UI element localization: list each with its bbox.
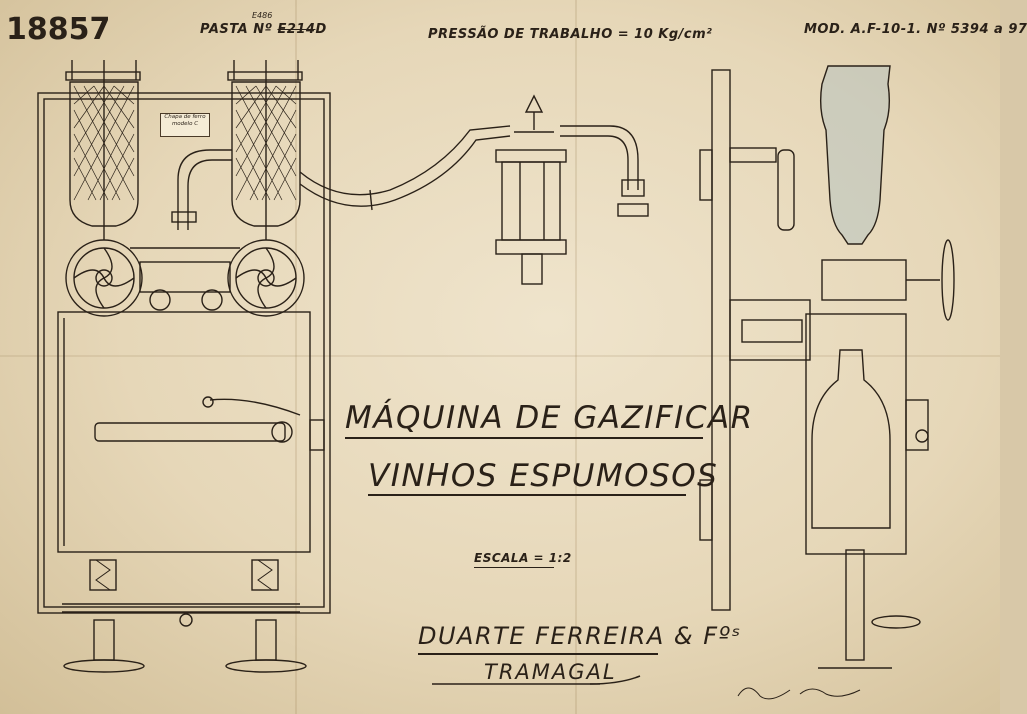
drawing-number: 18857 — [6, 12, 111, 47]
folder-note: E486 — [252, 11, 273, 20]
side-bottle — [777, 65, 955, 555]
fold-crease — [0, 355, 1000, 357]
pressure-label: PRESSÃO DE TRABALHO = 10 Kg/cm² — [428, 27, 713, 42]
screw-clamp-icon — [63, 549, 921, 673]
side-panel — [699, 69, 811, 611]
plate-label: Chapa de ferro modelo C — [160, 113, 210, 137]
left-bottle-cage — [65, 60, 141, 240]
fold-crease — [575, 0, 577, 714]
title-line-1: MÁQUINA DE GAZIFICAR — [345, 400, 754, 436]
gas-filter — [495, 94, 567, 285]
fold-crease — [295, 0, 297, 714]
gas-pipe — [171, 125, 649, 230]
signature — [737, 687, 861, 700]
valve-handle-icon — [905, 399, 929, 451]
scale-label: ESCALA = 1:2 — [474, 551, 572, 565]
folder-label-text: PASTA Nº — [200, 22, 273, 37]
left-machine-frame — [37, 92, 331, 627]
location: TRAMAGAL — [484, 660, 617, 684]
folder-new-value: D — [315, 22, 327, 37]
folder-label: PASTA Nº E214D — [200, 22, 327, 37]
right-bottle-cage — [227, 60, 303, 240]
technical-drawing — [37, 60, 955, 700]
model-label: MOD. A.F-10-1. Nº 5394 a 97 — [804, 22, 1027, 37]
folder-old-value: E214 — [277, 22, 316, 37]
manufacturer-underline — [418, 653, 658, 655]
title-underline — [368, 494, 686, 496]
title-line-2: VINHOS ESPUMOSOS — [368, 458, 719, 494]
pressure-wheel-icon — [65, 239, 305, 317]
manufacturer: DUARTE FERREIRA & Fºˢ — [418, 622, 742, 650]
title-underline — [345, 437, 703, 439]
scale-underline — [474, 567, 554, 568]
